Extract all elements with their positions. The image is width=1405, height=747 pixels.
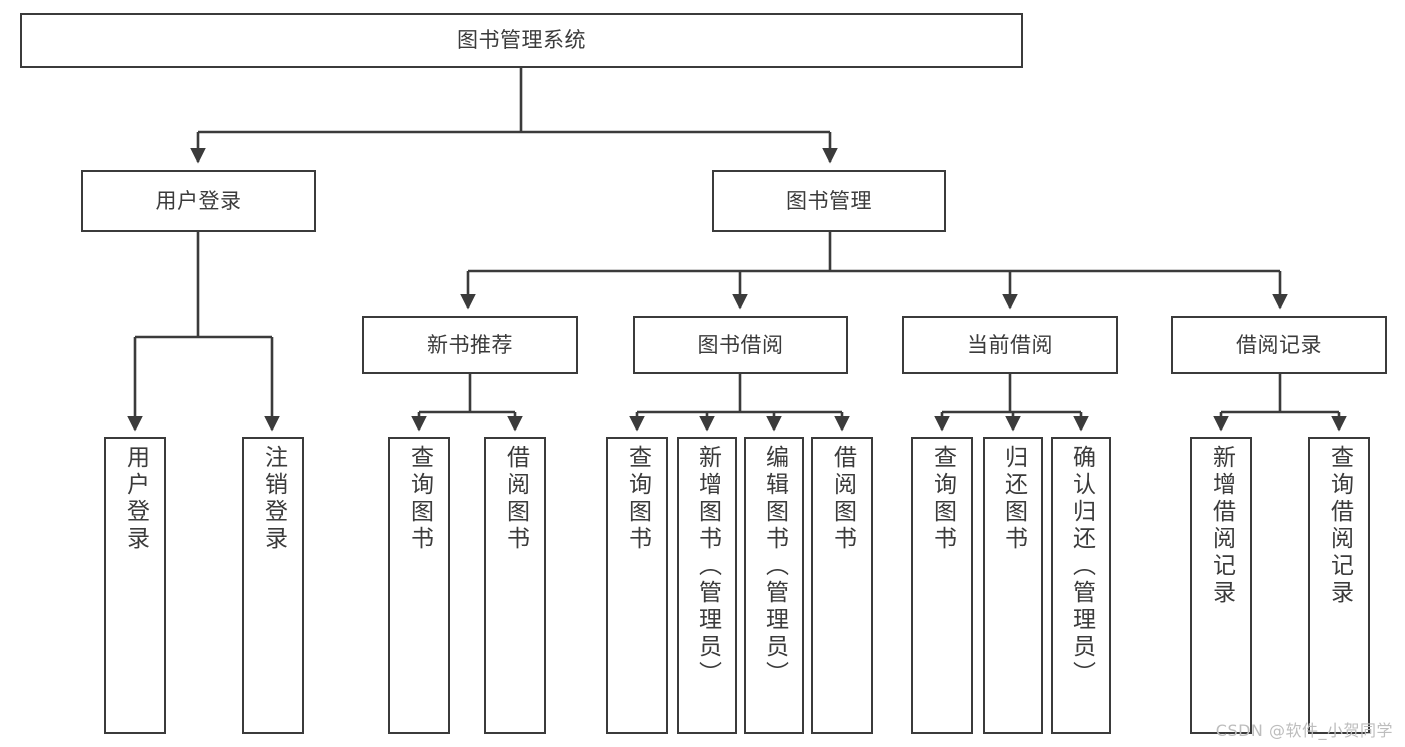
node-leaf-add-book-label: 新增图书（管理员）	[694, 445, 721, 688]
node-leaf-confirm-return-label: 确认归还（管理员）	[1068, 445, 1095, 688]
node-leaf-query-book-2[interactable]: 查询图书	[606, 437, 668, 734]
node-book-borrow[interactable]: 图书借阅	[633, 316, 848, 374]
watermark-text: CSDN @软件_小贺同学	[1215, 721, 1393, 740]
node-user-login-label: 用户登录	[155, 188, 242, 213]
node-book-manage[interactable]: 图书管理	[712, 170, 946, 232]
node-leaf-query-book-1[interactable]: 查询图书	[388, 437, 450, 734]
node-leaf-query-book-3-label: 查询图书	[929, 445, 956, 553]
node-leaf-edit-book[interactable]: 编辑图书（管理员）	[744, 437, 804, 734]
node-current-borrow-label: 当前借阅	[967, 332, 1053, 357]
node-leaf-return-book[interactable]: 归还图书	[983, 437, 1043, 734]
node-leaf-user-login-label: 用户登录	[122, 445, 149, 553]
node-leaf-borrow-book-2-label: 借阅图书	[829, 445, 856, 553]
node-leaf-add-record-label: 新增借阅记录	[1208, 445, 1235, 607]
node-leaf-user-logout[interactable]: 注销登录	[242, 437, 304, 734]
node-leaf-borrow-book-2[interactable]: 借阅图书	[811, 437, 873, 734]
node-root-label: 图书管理系统	[457, 28, 586, 53]
node-leaf-query-record[interactable]: 查询借阅记录	[1308, 437, 1370, 734]
node-leaf-return-book-label: 归还图书	[1000, 445, 1027, 553]
node-leaf-query-book-2-label: 查询图书	[624, 445, 651, 553]
node-leaf-query-book-1-label: 查询图书	[406, 445, 433, 553]
node-book-borrow-label: 图书借阅	[697, 332, 784, 357]
node-book-manage-label: 图书管理	[786, 188, 872, 213]
node-borrow-record[interactable]: 借阅记录	[1171, 316, 1387, 374]
node-leaf-user-logout-label: 注销登录	[260, 445, 287, 553]
node-leaf-query-book-3[interactable]: 查询图书	[911, 437, 973, 734]
node-leaf-query-record-label: 查询借阅记录	[1326, 445, 1353, 607]
node-leaf-add-record[interactable]: 新增借阅记录	[1190, 437, 1252, 734]
node-leaf-user-login[interactable]: 用户登录	[104, 437, 166, 734]
node-leaf-add-book[interactable]: 新增图书（管理员）	[677, 437, 737, 734]
node-leaf-edit-book-label: 编辑图书（管理员）	[761, 445, 788, 688]
node-new-book-recommend-label: 新书推荐	[427, 332, 513, 357]
node-new-book-recommend[interactable]: 新书推荐	[362, 316, 578, 374]
node-current-borrow[interactable]: 当前借阅	[902, 316, 1118, 374]
node-user-login[interactable]: 用户登录	[81, 170, 316, 232]
node-leaf-confirm-return[interactable]: 确认归还（管理员）	[1051, 437, 1111, 734]
node-leaf-borrow-book-1-label: 借阅图书	[502, 445, 529, 553]
node-borrow-record-label: 借阅记录	[1236, 332, 1322, 357]
node-leaf-borrow-book-1[interactable]: 借阅图书	[484, 437, 546, 734]
node-root[interactable]: 图书管理系统	[20, 13, 1023, 68]
